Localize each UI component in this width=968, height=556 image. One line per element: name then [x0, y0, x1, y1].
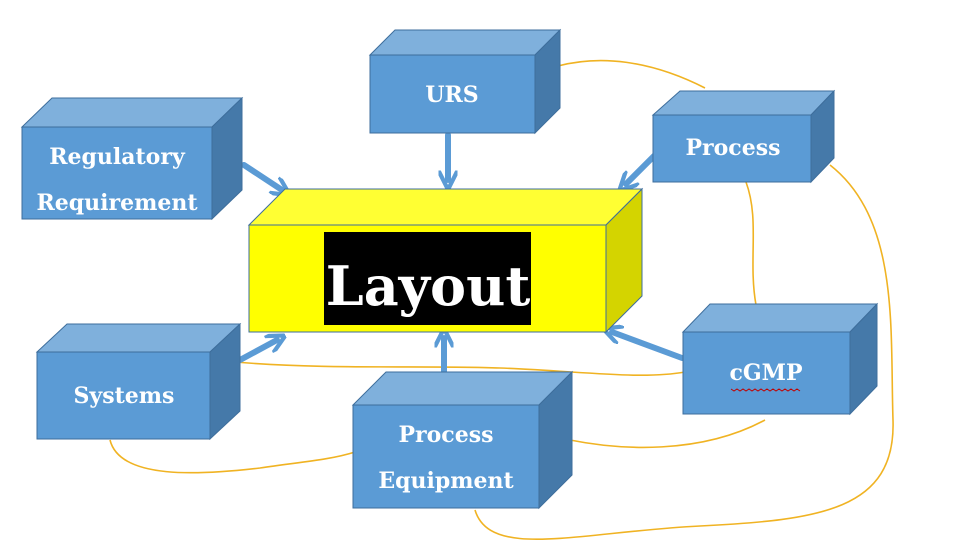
- equipment-box-front: [352, 404, 540, 509]
- systems-box-front: [36, 351, 211, 440]
- urs-box-top: [368, 29, 562, 56]
- layout-label-background: [324, 232, 531, 325]
- connector-urs-process: [557, 59, 706, 89]
- connector-lines: [109, 59, 894, 540]
- connector-equipment-cgmp: [569, 419, 766, 449]
- cgmp-label: cGMP: [729, 360, 802, 386]
- cgmp-spellcheck-squiggle: [730, 388, 801, 392]
- regulatory-label-line1: Regulatory: [49, 144, 186, 170]
- regulatory-requirement-box: Regulatory Requirement: [20, 96, 244, 221]
- arrow-regulatory-to-layout: [241, 162, 282, 190]
- connector-process-equipment-loop: [474, 164, 894, 540]
- process-label: Process: [686, 135, 781, 161]
- systems-box-top: [35, 323, 242, 353]
- connector-systems-equipment: [109, 439, 356, 474]
- process-box: Process: [651, 89, 836, 184]
- process-equipment-box: Process Equipment: [351, 370, 574, 510]
- systems-label: Systems: [74, 383, 175, 409]
- equipment-label-line2: Equipment: [378, 468, 514, 494]
- arrow-systems-to-layout: [237, 340, 277, 363]
- layout-box-top: [247, 188, 644, 226]
- urs-box: URS: [368, 28, 562, 135]
- cgmp-box-front: [682, 331, 851, 415]
- arrow-process-to-layout: [626, 152, 658, 184]
- arrow-cgmp-to-layout: [612, 332, 685, 361]
- systems-box: Systems: [35, 322, 242, 441]
- layout-label: Layout: [326, 254, 531, 318]
- equipment-label-line1: Process: [399, 422, 494, 448]
- regulatory-label-line2: Requirement: [36, 190, 198, 216]
- equipment-box-top: [351, 371, 574, 406]
- urs-box-front: [369, 54, 536, 134]
- arrows: [237, 132, 685, 375]
- urs-label: URS: [425, 82, 478, 108]
- regulatory-box-front: [21, 126, 213, 220]
- cgmp-box: cGMP: [681, 302, 879, 416]
- connector-systems-cgmp: [234, 361, 686, 377]
- regulatory-box-top: [20, 97, 244, 128]
- process-box-front: [652, 114, 812, 183]
- process-box-top: [651, 90, 836, 116]
- layout-box: Layout: [247, 187, 644, 334]
- cgmp-box-top: [681, 303, 879, 333]
- connector-process-cgmp: [745, 181, 757, 306]
